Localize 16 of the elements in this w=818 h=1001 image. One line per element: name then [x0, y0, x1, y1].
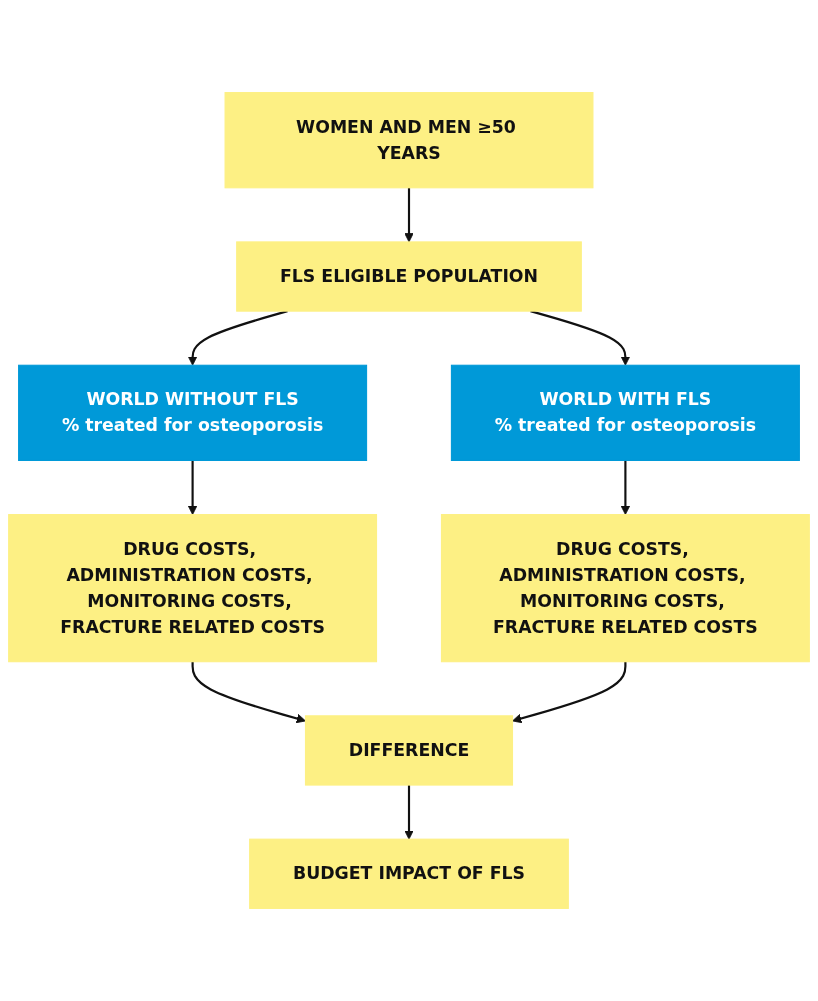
arrow	[404, 187, 414, 243]
arrow	[187, 460, 198, 515]
node-box: DRUG COSTS, ADMINISTRATION COSTS, MONITORING COSTS, FRACTURE RELATED COSTS	[8, 514, 378, 663]
node-box: DRUG COSTS, ADMINISTRATION COSTS, MONITORING COSTS, FRACTURE RELATED COSTS	[440, 514, 810, 663]
node-box: WORLD WITH FLS % treated for osteoporosis	[450, 364, 800, 461]
arrow	[530, 310, 631, 366]
arrow	[187, 310, 288, 366]
arrow	[512, 661, 627, 724]
node-box: DIFFERENCE	[304, 715, 514, 786]
node-box: WOMEN AND MEN ≥50 YEARS	[224, 92, 594, 189]
arrow	[404, 785, 414, 840]
node-box: BUDGET IMPACT OF FLS	[249, 838, 569, 909]
arrow	[191, 661, 306, 724]
arrow	[620, 460, 631, 515]
node-box: WORLD WITHOUT FLS % treated for osteoporosis	[18, 364, 368, 461]
node-box: FLS ELIGIBLE POPULATION	[236, 241, 582, 312]
